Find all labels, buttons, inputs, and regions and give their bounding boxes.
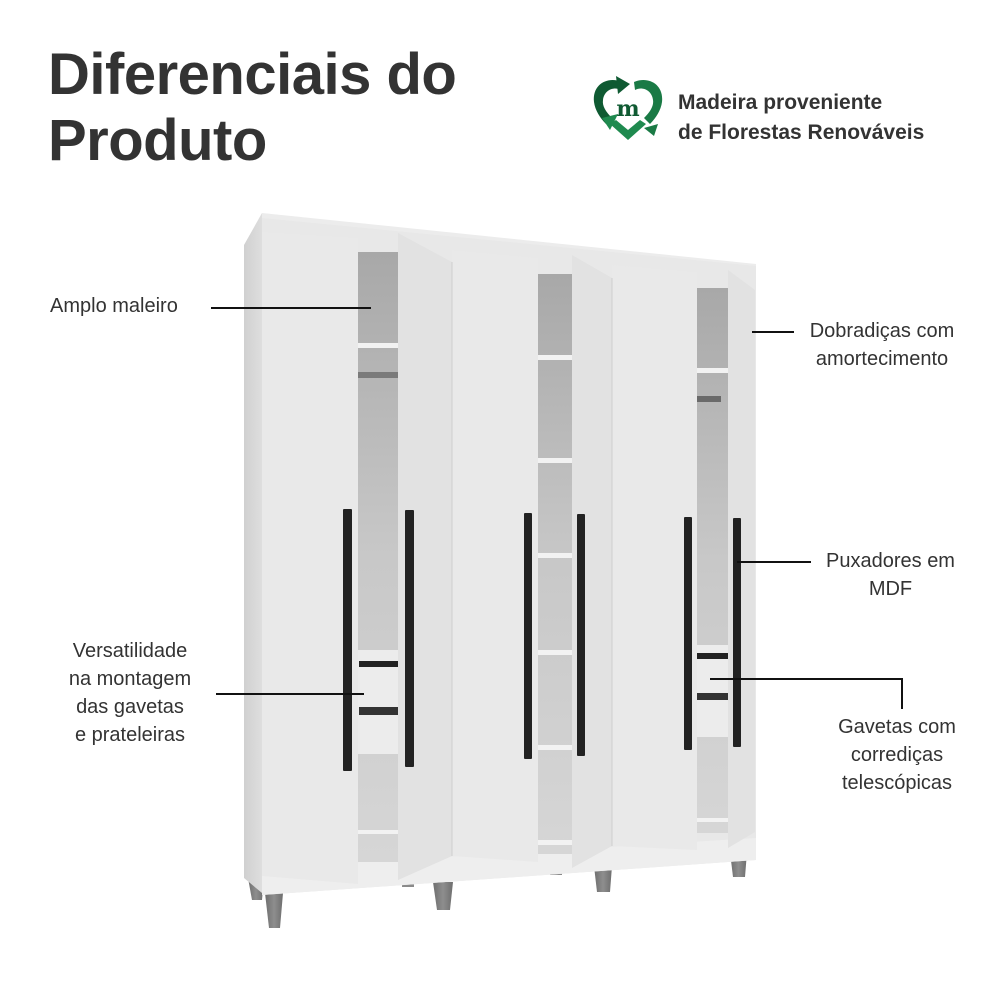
title-line-2: Produto — [48, 108, 267, 173]
callout-maleiro: Amplo maleiro — [50, 295, 178, 317]
leader-line-puxadores — [737, 561, 811, 563]
leader-line-versatilidade — [216, 693, 364, 695]
leader-line-gavetas-v — [901, 678, 903, 709]
eco-badge-text: Madeira proveniente de Florestas Renováv… — [678, 88, 924, 148]
callout-dobradicas: Dobradiças com amortecimento — [809, 320, 955, 370]
recycle-heart-icon: m — [593, 76, 663, 140]
svg-text:m: m — [616, 96, 639, 122]
callout-gavetas: Gavetas com corrediças telescópicas — [838, 716, 956, 794]
title-line-1: Diferenciais do — [48, 42, 457, 107]
eco-line-1: Madeira proveniente — [678, 91, 883, 114]
eco-badge: m Madeira proveniente de Florestas Renov… — [588, 74, 924, 144]
leader-line-dobradicas — [752, 331, 794, 333]
eco-line-2: de Florestas Renováveis — [678, 121, 925, 144]
page-title: Diferenciais do Produto — [48, 42, 457, 174]
callout-versatilidade: Versatilidade na montagem das gavetas e … — [68, 640, 192, 746]
leader-line-maleiro — [211, 307, 371, 309]
callout-puxadores: Puxadores em MDF — [826, 550, 955, 600]
door-handles — [343, 509, 741, 771]
leader-line-gavetas-h — [710, 678, 903, 680]
